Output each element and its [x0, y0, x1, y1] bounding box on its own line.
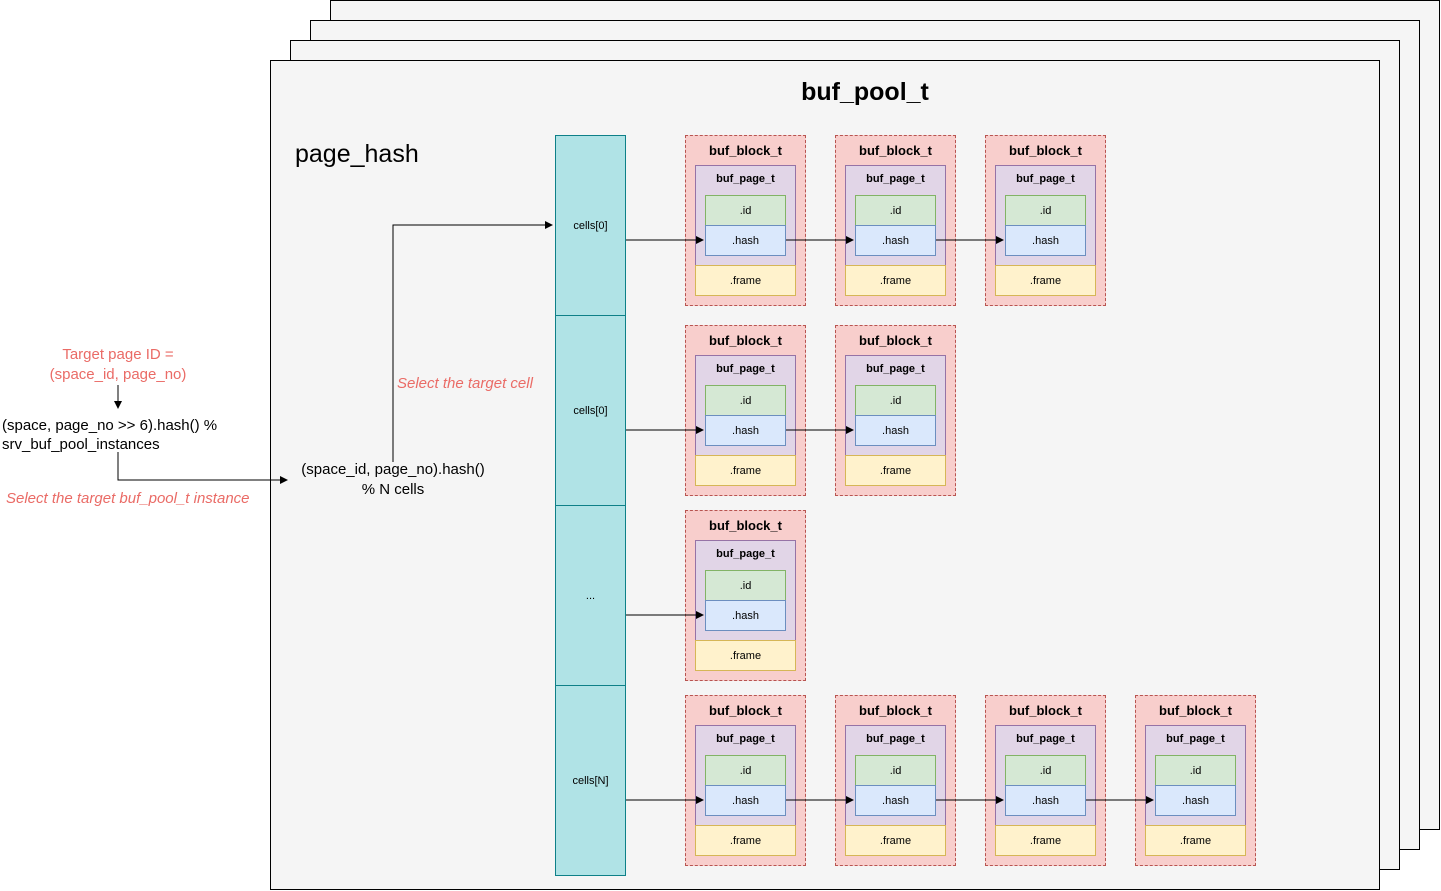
frame-field: .frame	[995, 825, 1096, 856]
buf-page-title: buf_page_t	[716, 733, 775, 745]
frame-field: .frame	[845, 825, 946, 856]
buf-page-title: buf_page_t	[716, 363, 775, 375]
buf-block-title: buf_block_t	[859, 143, 932, 158]
id-field: .id	[705, 755, 786, 786]
buf-block-title: buf_block_t	[709, 518, 782, 533]
page-hash-title: page_hash	[295, 140, 419, 168]
hash-field: .hash	[1005, 785, 1086, 816]
hash-field: .hash	[855, 785, 936, 816]
buf-page-title: buf_page_t	[1016, 173, 1075, 185]
buf-block-title: buf_block_t	[859, 333, 932, 348]
buf-page-title: buf_page_t	[716, 173, 775, 185]
frame-field: .frame	[845, 265, 946, 296]
select-instance-arrow	[117, 452, 288, 484]
hash-field: .hash	[705, 225, 786, 256]
frame-field: .frame	[845, 455, 946, 486]
cell-label: cells[N]	[572, 774, 609, 787]
buf-block-title: buf_block_t	[859, 703, 932, 718]
buf-block-title: buf_block_t	[709, 143, 782, 158]
page-hash-cell-ellipsis: ...	[555, 505, 626, 686]
select-cell-arrow	[392, 221, 553, 462]
buf-page-title: buf_page_t	[866, 363, 925, 375]
buf-pool-title: buf_pool_t	[801, 78, 929, 106]
select-cell-label: Select the target cell	[397, 375, 533, 392]
hash-field: .hash	[855, 415, 936, 446]
frame-field: .frame	[695, 455, 796, 486]
buf-page-title: buf_page_t	[716, 548, 775, 560]
buf-block-title: buf_block_t	[709, 703, 782, 718]
frame-field: .frame	[695, 265, 796, 296]
frame-field: .frame	[995, 265, 1096, 296]
cell-label: ...	[585, 589, 596, 602]
page-hash-cell-n: cells[N]	[555, 685, 626, 876]
buf-block-title: buf_block_t	[1009, 143, 1082, 158]
buf-block-title: buf_block_t	[1159, 703, 1232, 718]
id-field: .id	[1155, 755, 1236, 786]
select-instance-label: Select the target buf_pool_t instance	[6, 490, 250, 507]
hash-field: .hash	[1005, 225, 1086, 256]
buf-page-title: buf_page_t	[866, 173, 925, 185]
target-page-id-label: Target page ID = (space_id, page_no)	[49, 346, 187, 383]
hash-field: .hash	[1155, 785, 1236, 816]
hash-field: .hash	[705, 600, 786, 631]
buf-block-title: buf_block_t	[1009, 703, 1082, 718]
buf-block-title: buf_block_t	[709, 333, 782, 348]
buf-page-title: buf_page_t	[1166, 733, 1225, 745]
hash-field: .hash	[705, 785, 786, 816]
page-hash-cell-0: cells[0]	[555, 135, 626, 316]
instance-hash-formula: (space, page_no >> 6).hash() % srv_buf_p…	[2, 417, 218, 453]
cell-hash-formula: (space_id, page_no).hash() % N cells	[301, 461, 485, 498]
frame-field: .frame	[1145, 825, 1246, 856]
cell-label: cells[0]	[573, 219, 608, 232]
cell-label: cells[0]	[573, 404, 608, 417]
frame-field: .frame	[695, 825, 796, 856]
buf-page-title: buf_page_t	[866, 733, 925, 745]
hash-field: .hash	[855, 225, 936, 256]
id-field: .id	[855, 755, 936, 786]
frame-field: .frame	[695, 640, 796, 671]
buf-page-title: buf_page_t	[1016, 733, 1075, 745]
hash-field: .hash	[705, 415, 786, 446]
id-field: .id	[705, 195, 786, 226]
page-hash-cell-1: cells[0]	[555, 315, 626, 506]
